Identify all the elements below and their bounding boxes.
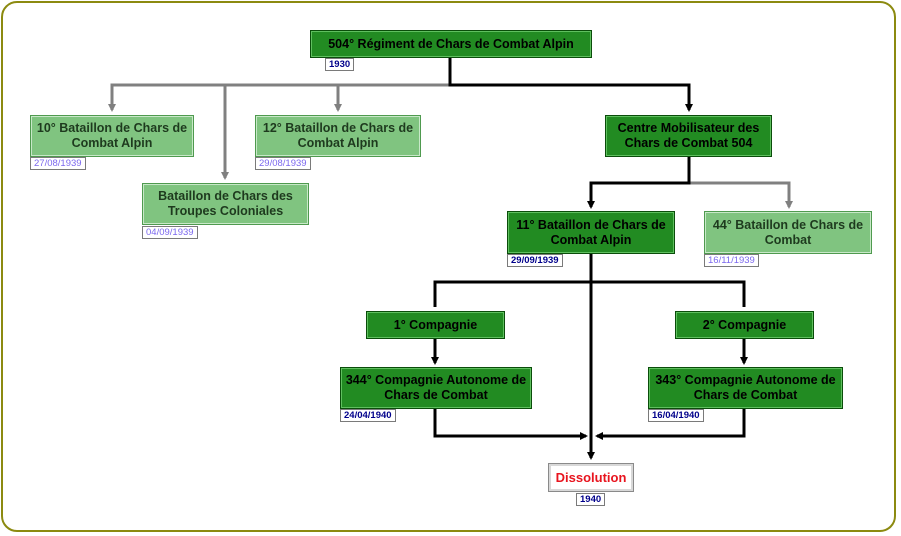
edge-cacc343-to-dissolution xyxy=(595,409,746,440)
node-centre-mobilisateur: Centre Mobilisateur des Chars de Combat … xyxy=(605,115,772,157)
date-504-regiment: 1930 xyxy=(325,58,355,71)
date-12-bataillon: 29/08/1939 xyxy=(255,157,311,170)
date-bataillon-troupes-coloniales: 04/09/1939 xyxy=(142,226,198,239)
date-343-compagnie-autonome: 16/04/1940 xyxy=(648,409,704,422)
edge-cmcc504-to-bcca11 xyxy=(587,156,691,209)
node-12-bataillon: 12° Bataillon de Chars de Combat Alpin xyxy=(255,115,421,157)
edge-cacc344-to-dissolution xyxy=(433,409,588,440)
node-343-compagnie-autonome: 343° Compagnie Autonome de Chars de Comb… xyxy=(648,367,843,409)
date-dissolution: 1940 xyxy=(576,493,606,506)
date-44-bataillon: 16/11/1939 xyxy=(704,254,759,267)
edge-rcca504-to-cmcc504 xyxy=(448,57,693,112)
date-11-bataillon: 29/09/1939 xyxy=(507,254,563,267)
date-344-compagnie-autonome: 24/04/1940 xyxy=(340,409,396,422)
node-44-bataillon: 44° Bataillon de Chars de Combat xyxy=(704,211,872,254)
node-11-bataillon: 11° Bataillon de Chars de Combat Alpin xyxy=(507,211,675,254)
node-1-compagnie: 1° Compagnie xyxy=(366,311,505,339)
node-504-regiment: 504° Régiment de Chars de Combat Alpin xyxy=(310,30,592,58)
node-2-compagnie: 2° Compagnie xyxy=(675,311,814,339)
edge-cmcc504-to-bcc44 xyxy=(689,181,793,209)
edge-rcca504-to-bcca10 xyxy=(108,57,452,112)
node-dissolution: Dissolution xyxy=(548,463,634,492)
node-bataillon-troupes-coloniales: Bataillon de Chars des Troupes Coloniale… xyxy=(142,183,309,225)
node-10-bataillon: 10° Bataillon de Chars de Combat Alpin xyxy=(30,115,194,157)
node-344-compagnie-autonome: 344° Compagnie Autonome de Chars de Comb… xyxy=(340,367,532,409)
date-10-bataillon: 27/08/1939 xyxy=(30,157,86,170)
